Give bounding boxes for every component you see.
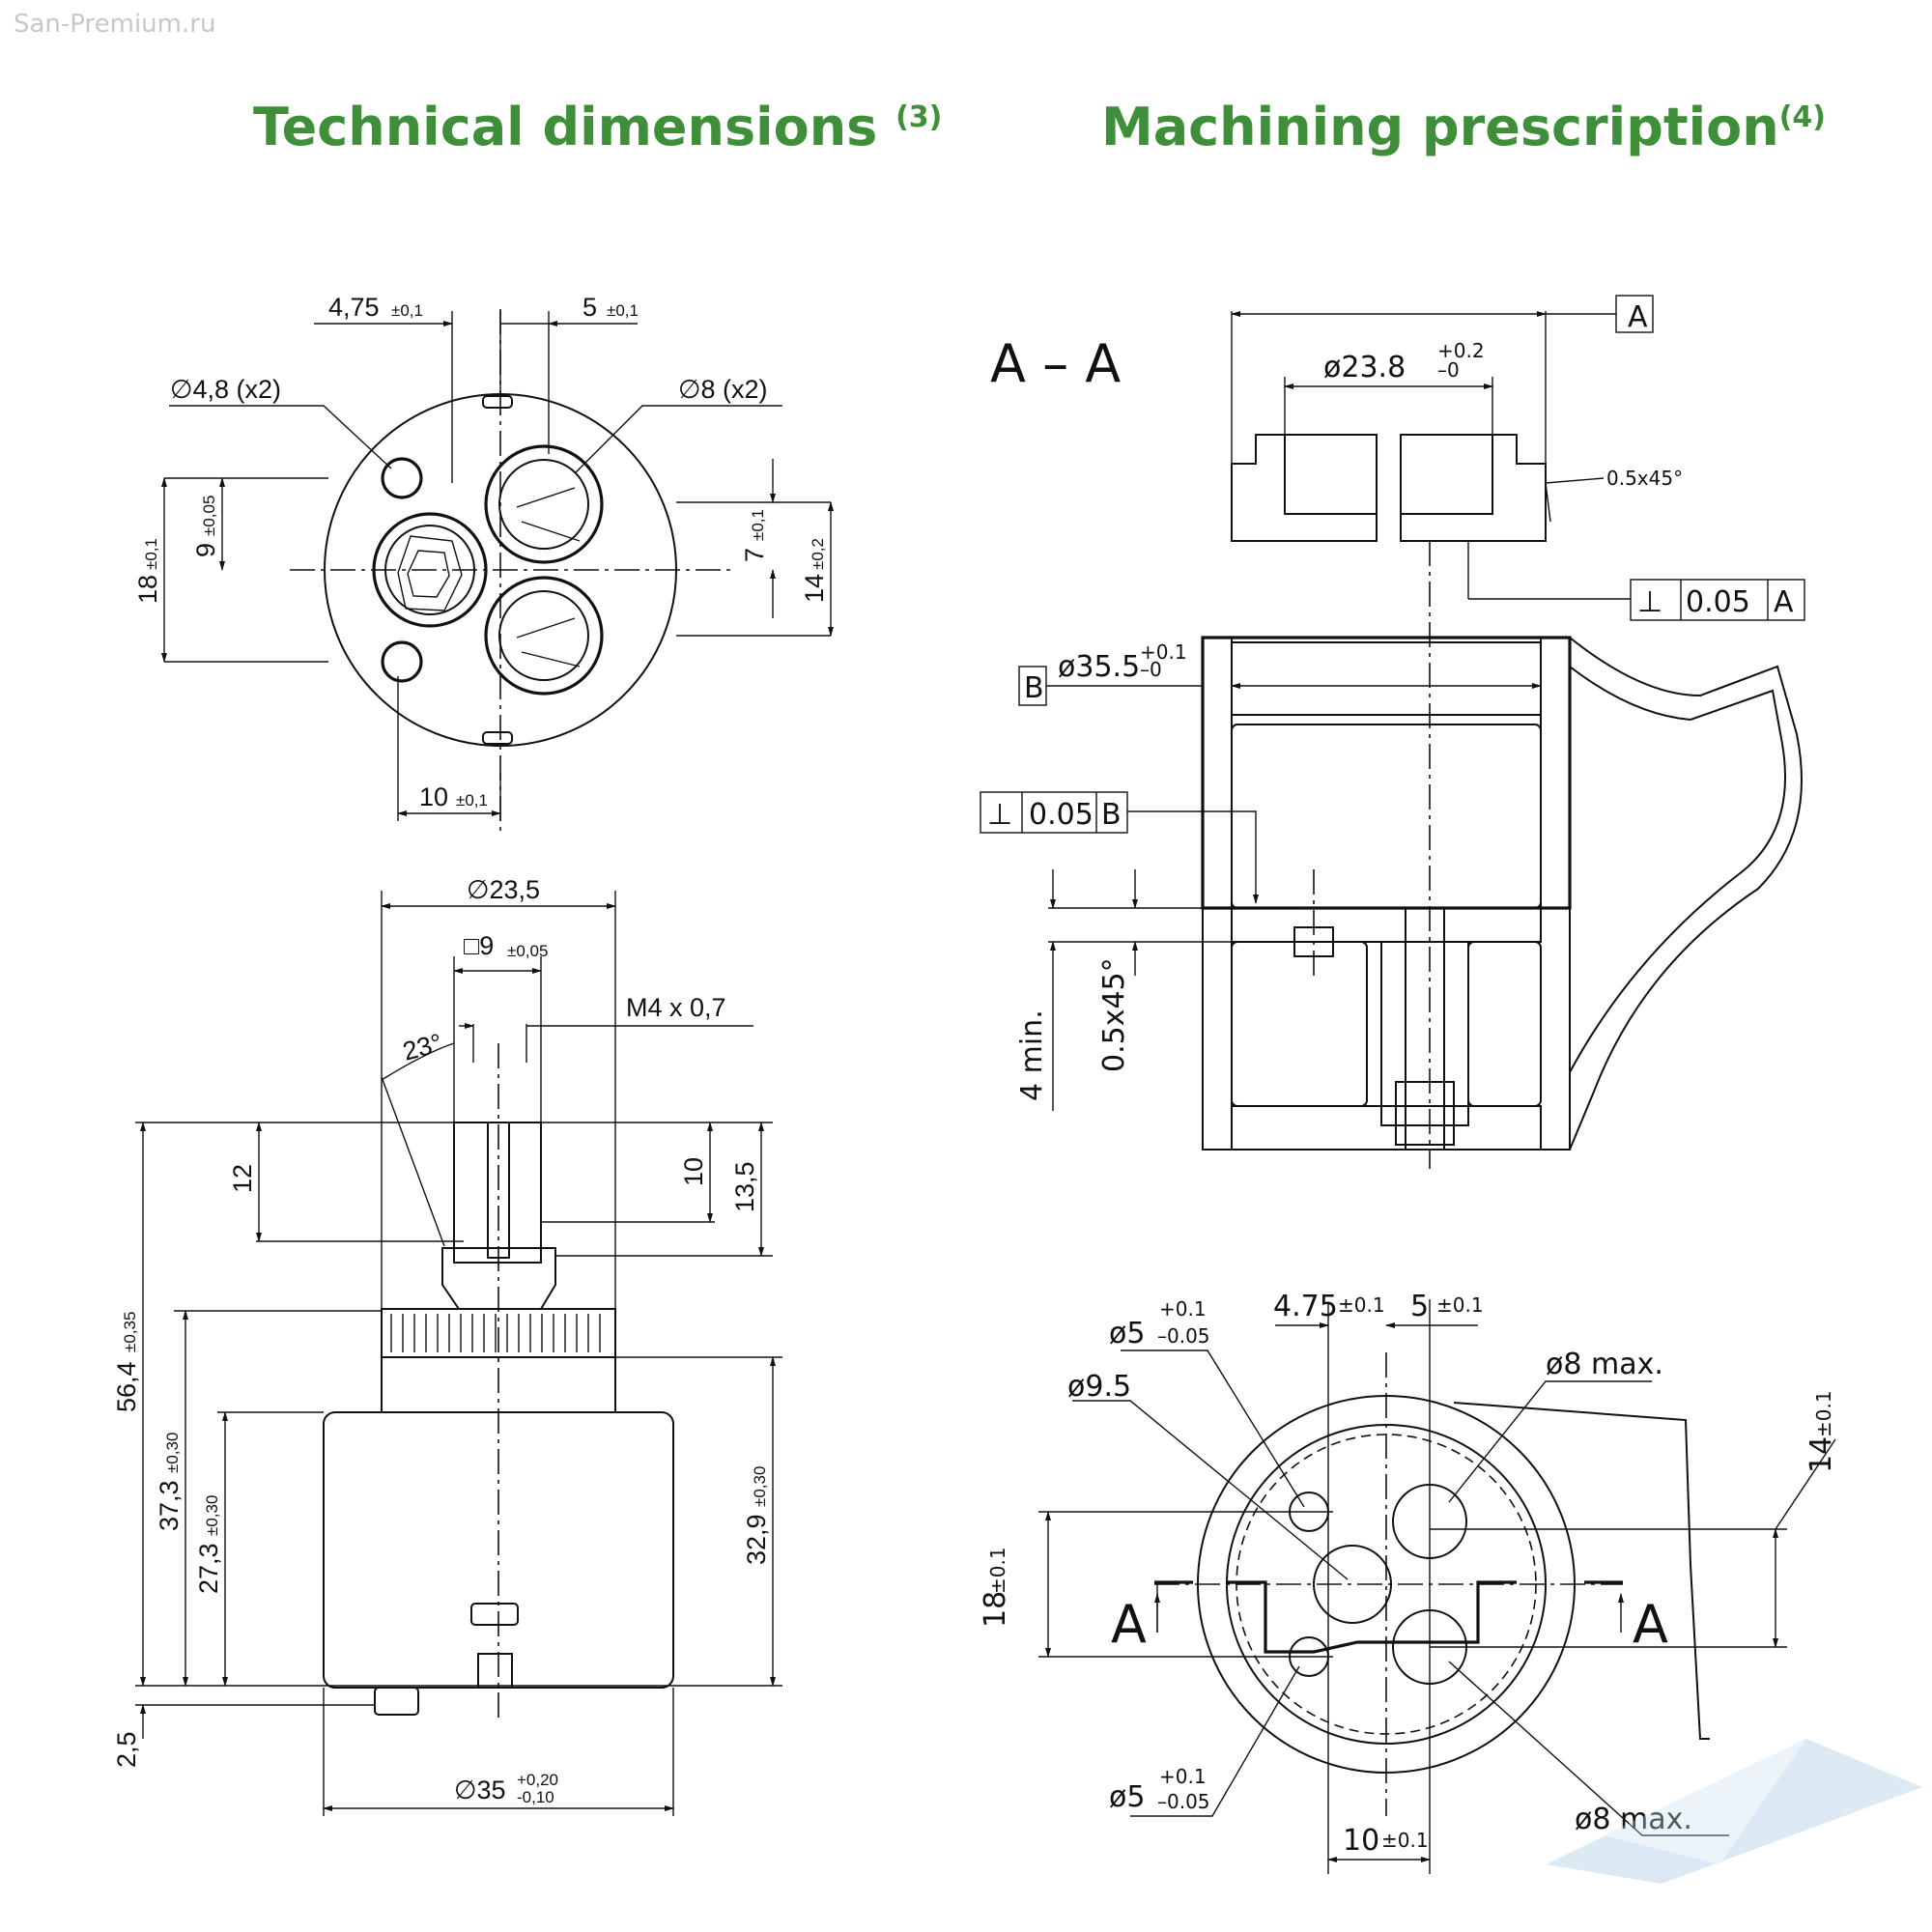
datum-b: B [1024,671,1044,705]
dim-4-min: 4 min. [1015,1009,1049,1101]
hole-4-8-label: ∅4,8 (x2) [170,375,281,404]
hole-8-label: ∅8 (x2) [678,375,768,404]
side-view-drawing [135,891,782,1816]
dim-4-75-tol: ±0.1 [1338,1293,1385,1317]
dim-13-5: 13,5 [730,1161,759,1212]
dim-12: 12 [228,1164,257,1193]
dim-4-75: 4.75 [1273,1290,1338,1323]
dim-sq9: □9 [464,931,494,960]
perp-b-symbol: ⊥ [987,798,1012,832]
thread-label: M4 x 0,7 [626,993,726,1022]
dim-5-tol: ±0,1 [607,301,639,320]
dim-d35-tol-up: +0,20 [517,1771,558,1789]
section-mark-left: A [1111,1594,1147,1655]
dim-d5-bottom: ø5 [1109,1780,1145,1814]
dim-18-tol: ±0,1 [142,538,160,570]
dim-5: 5 [582,293,597,322]
dim-10: 10 [419,782,448,811]
dim-4-75: 4,75 [328,293,380,322]
perp-b-value: 0.05 [1029,798,1094,832]
chamfer-label-2: 0.5x45° [1097,957,1131,1072]
dim-5: 5 [1410,1290,1429,1323]
dim-d35: ∅35 [454,1776,506,1804]
dim-32-9: 32,9 [742,1514,771,1565]
machining-prescription-heading: Machining prescription(4) [1101,97,1826,157]
dim-d5-bottom-dn: –0.05 [1157,1790,1210,1813]
dim-7: 7 [740,548,769,562]
dim-d5-top-dn: –0.05 [1157,1324,1210,1348]
dim-d5-bottom-up: +0.1 [1159,1765,1207,1788]
dim-9: 9 [191,543,220,557]
dim-10-tol: ±0,1 [456,791,488,810]
dim-14: 14 [800,574,829,603]
perp-a-value: 0.05 [1686,585,1750,619]
dim-d23-8-dn: –0 [1437,358,1460,382]
datum-a: A [1628,300,1648,334]
dim-18: 18 [979,1591,1012,1628]
dim-7-tol: ±0,1 [749,509,767,541]
dim-14-tol: ±0.1 [1812,1390,1835,1437]
dim-27-3-tol: ±0,30 [203,1495,221,1536]
dim-14: 14 [1804,1436,1838,1473]
watermark: San-Premium.ru [14,10,216,39]
dim-10: 10 [1343,1824,1379,1858]
dim-d35-5: ø35.5 [1058,650,1140,684]
dim-10-stem: 10 [679,1157,708,1186]
dim-d35-5-up: +0.1 [1140,640,1187,664]
dim-d23-5: ∅23,5 [467,875,540,904]
dim-10-tol: ±0.1 [1381,1829,1429,1852]
dim-18-tol: ±0.1 [986,1547,1009,1594]
section-mark-right: A [1633,1594,1668,1655]
section-title: A – A [990,333,1121,394]
bottom-view-drawing [1038,1299,1836,1874]
dim-d8-max-bottom: ø8 max. [1575,1803,1692,1836]
section-drawing [980,295,1805,1169]
dim-d23-8: ø23.8 [1323,351,1406,384]
heading-text: Technical dimensions [253,97,896,157]
chamfer-label: 0.5x45° [1606,467,1683,490]
angle-23: 23° [400,1028,445,1066]
dim-d23-8-up: +0.2 [1437,339,1485,362]
dim-4-75-tol: ±0,1 [391,301,423,320]
dim-9-tol: ±0,05 [200,496,218,536]
perp-a-symbol: ⊥ [1637,585,1662,619]
heading-text: Machining prescription [1101,97,1779,157]
dim-sq9-tol: ±0,05 [507,942,548,960]
perp-b-ref: B [1101,798,1122,832]
heading-note: (4) [1778,100,1827,134]
dim-56-4: 56,4 [112,1361,141,1412]
heading-note: (3) [895,100,943,134]
dim-5-tol: ±0.1 [1436,1293,1484,1317]
dim-d9-5: ø9.5 [1067,1370,1131,1404]
dim-18: 18 [133,575,162,604]
dim-14-tol: ±0,2 [809,538,827,570]
technical-dimensions-heading: Technical dimensions (3) [253,97,942,157]
top-view-drawing [161,309,834,831]
dim-32-9-tol: ±0,30 [751,1466,769,1507]
watermark-logo [1546,1739,1922,1884]
dim-37-3: 37,3 [155,1480,184,1531]
dim-56-4-tol: ±0,35 [121,1312,139,1352]
perp-a-ref: A [1774,585,1794,619]
dim-d8-max-top: ø8 max. [1546,1348,1663,1381]
dim-d5-top-up: +0.1 [1159,1297,1207,1321]
dim-d35-5-dn: –0 [1140,658,1162,681]
dim-d35-tol-dn: -0,10 [517,1788,554,1806]
dim-2-5: 2,5 [112,1731,141,1768]
dim-27-3: 27,3 [194,1543,223,1594]
dim-37-3-tol: ±0,30 [163,1433,182,1473]
dim-d5-top: ø5 [1109,1317,1145,1350]
